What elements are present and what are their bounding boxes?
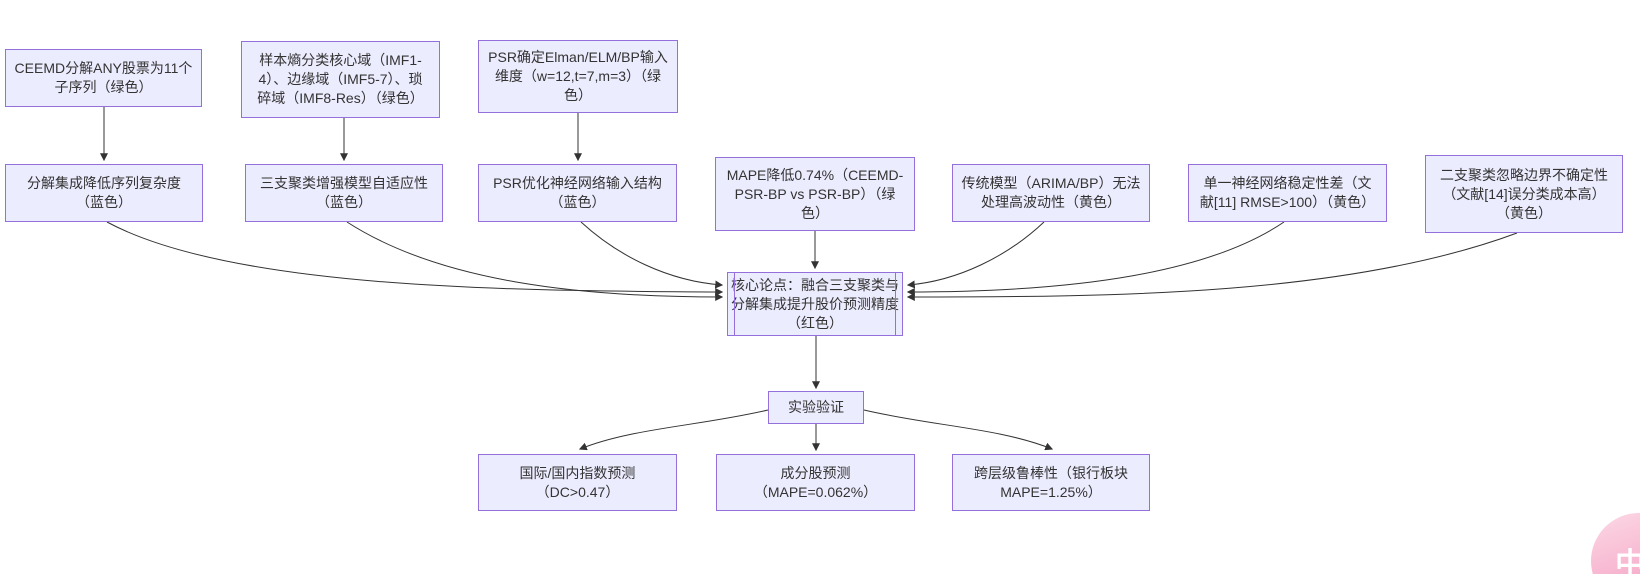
- node-text-line: 维度（w=12,t=7,m=3）（绿: [494, 68, 662, 84]
- edge-two-way-core: [906, 232, 1518, 301]
- edge-decomp-core: [106, 221, 724, 296]
- node-text-line: 分解集成提升股价预测精度: [731, 295, 899, 312]
- edge-single-nn-core: [906, 221, 1285, 296]
- node-text-line: 三支聚类增强模型自适应性: [260, 175, 428, 191]
- node-text-line: （DC>0.47）: [535, 483, 620, 500]
- translate-icon: 中A: [1615, 548, 1640, 574]
- node-text-line: 国际/国内指数预测: [519, 464, 636, 481]
- node-text-line: 4）、边缘域（IMF5-7）、琐: [258, 71, 423, 87]
- node-mape-drop: MAPE降低0.74%（CEEMD- PSR-BP vs PSR-BP）（绿 色…: [715, 157, 915, 231]
- node-experiment: 实验验证: [768, 391, 864, 424]
- node-text-line: （黄色）: [1496, 204, 1552, 221]
- node-traditional: 传统模型（ARIMA/BP）无法 处理高波动性（黄色）: [952, 164, 1150, 222]
- node-text-line: 色）: [801, 204, 829, 221]
- node-text-line: 二支聚类忽略边界不确定性: [1440, 166, 1608, 183]
- edge-experiment-index-pred: [578, 409, 769, 451]
- node-text-line: 献[11] RMSE>100）（黄色）: [1199, 194, 1376, 210]
- node-text-line: 成分股预测: [780, 464, 851, 481]
- node-text-line: 碎域（IMF8-Res）（绿色）: [257, 90, 424, 106]
- edge-traditional-core: [906, 221, 1045, 289]
- node-text-line: 核心论点：融合三支聚类与: [731, 276, 899, 293]
- node-decomp: 分解集成降低序列复杂度 （蓝色）: [5, 164, 203, 222]
- node-psr-opt: PSR优化神经网络输入结构 （蓝色）: [478, 164, 677, 222]
- node-text-line: 跨层级鲁棒性（银行板块: [974, 464, 1128, 481]
- node-text-line: （MAPE=0.062%）: [753, 483, 878, 500]
- node-text-line: MAPE降低0.74%（CEEMD-: [726, 166, 904, 183]
- translate-button[interactable]: 中A: [1591, 513, 1640, 574]
- edge-experiment-robustness: [863, 409, 1054, 451]
- node-text-line: 传统模型（ARIMA/BP）无法: [961, 175, 1141, 191]
- node-text-line: PSR优化神经网络输入结构: [493, 175, 662, 191]
- node-text-line: PSR确定Elman/ELM/BP输入: [488, 49, 668, 65]
- edge-psr-opt-core: [580, 221, 724, 289]
- node-text-line: 处理高波动性（黄色）: [981, 194, 1121, 210]
- node-text-line: （蓝色）: [549, 194, 606, 210]
- edge-three-way-core: [346, 221, 724, 301]
- node-three-way: 三支聚类增强模型自适应性 （蓝色）: [245, 164, 443, 222]
- node-text-line: 样本熵分类核心域（IMF1-: [259, 52, 422, 68]
- node-core-thesis: 核心论点：融合三支聚类与 分解集成提升股价预测精度 （红色）: [727, 272, 903, 336]
- node-text-line: 色）: [564, 87, 592, 103]
- node-text-line: （蓝色）: [316, 194, 372, 210]
- node-robustness: 跨层级鲁棒性（银行板块 MAPE=1.25%）: [952, 454, 1150, 511]
- node-text-line: 单一神经网络稳定性差（文: [1203, 175, 1372, 191]
- node-single-nn: 单一神经网络稳定性差（文 献[11] RMSE>100）（黄色）: [1188, 164, 1387, 222]
- node-text-line: MAPE=1.25%）: [1000, 483, 1102, 500]
- node-component-pred: 成分股预测 （MAPE=0.062%）: [716, 454, 915, 511]
- node-two-way: 二支聚类忽略边界不确定性 （文献[14]误分类成本高） （黄色）: [1425, 155, 1623, 233]
- node-text-line: 分解集成降低序列复杂度: [27, 175, 181, 191]
- node-ceemd: CEEMD分解ANY股票为11个 子序列（绿色）: [5, 49, 202, 107]
- node-text-line: 子序列（绿色）: [54, 79, 153, 95]
- node-text-line: （红色）: [787, 314, 843, 331]
- node-text-line: （文献[14]误分类成本高）: [1442, 185, 1606, 202]
- node-text-line: PSR-BP vs PSR-BP）（绿: [734, 185, 896, 202]
- node-index-pred: 国际/国内指数预测 （DC>0.47）: [478, 454, 677, 511]
- node-psr-dim: PSR确定Elman/ELM/BP输入 维度（w=12,t=7,m=3）（绿 色…: [478, 40, 678, 113]
- node-sample-entropy: 样本熵分类核心域（IMF1- 4）、边缘域（IMF5-7）、琐 碎域（IMF8-…: [241, 41, 440, 118]
- node-text-line: （蓝色）: [76, 194, 132, 210]
- node-text-line: CEEMD分解ANY股票为11个: [14, 60, 193, 76]
- node-text-line: 实验验证: [788, 399, 844, 415]
